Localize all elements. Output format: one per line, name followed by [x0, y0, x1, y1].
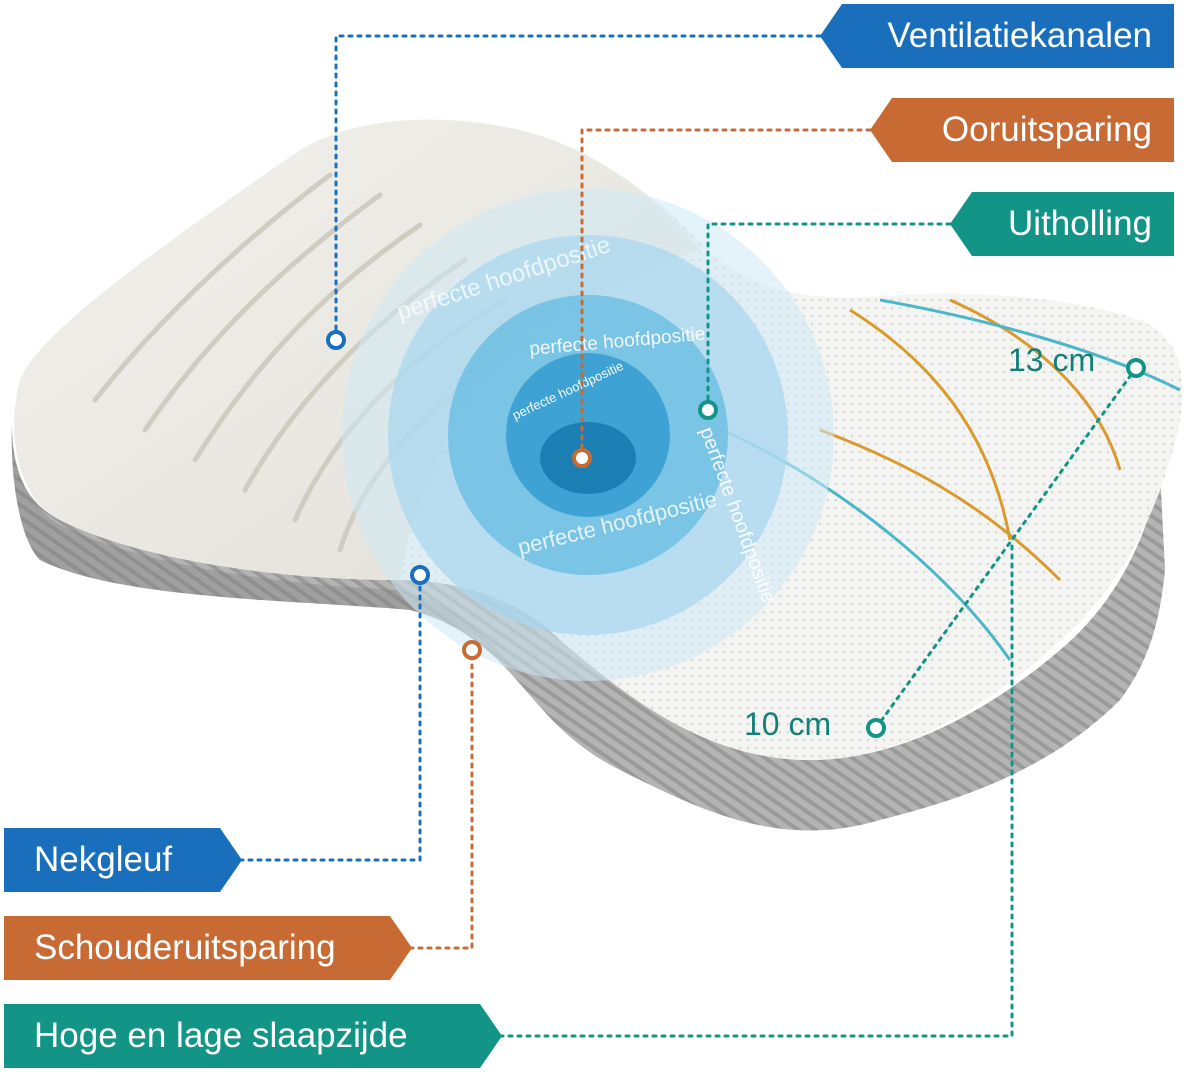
pillow-side-shade	[11, 425, 520, 680]
markers	[326, 330, 1146, 738]
label-ooruitsparing: Ooruitsparing	[870, 98, 1174, 162]
label-nekgleuf: Nekgleuf	[4, 828, 242, 892]
label-uitholling: Uitholling	[950, 192, 1174, 256]
measurement-10cm: 10 cm	[744, 706, 832, 742]
measurement-13cm: 13 cm	[1008, 342, 1096, 378]
leader-lines	[238, 34, 1138, 1038]
label-hoge-lage-slaapzijde: Hoge en lage slaapzijde	[4, 1004, 502, 1068]
label-ventilatiekanalen: Ventilatiekanalen	[820, 4, 1174, 68]
head-position-circle: perfecte hoofdpositie perfecte hoofdposi…	[342, 189, 834, 681]
label-schouderuitsparing: Schouderuitsparing	[4, 916, 412, 980]
pillow-side-wall	[11, 425, 1166, 831]
